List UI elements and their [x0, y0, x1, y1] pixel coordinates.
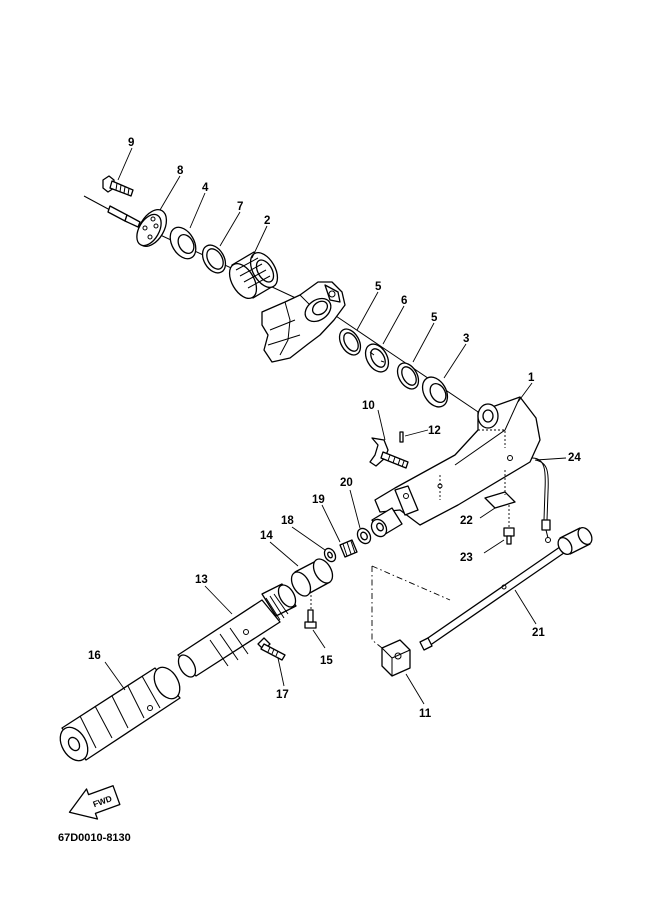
callout-20: 20: [340, 477, 353, 489]
callout-1: 1: [528, 372, 535, 384]
part-19-spring: [339, 539, 358, 558]
cable-end: [107, 205, 141, 228]
part-3-washer: [421, 376, 449, 408]
callout-19: 19: [312, 494, 325, 506]
callout-12: 12: [428, 425, 441, 437]
steering-bracket-housing: [261, 281, 346, 363]
callout-3: 3: [463, 333, 469, 345]
part-21-throttle-rod: [419, 526, 593, 651]
part-23-screw: [503, 505, 515, 545]
part-5a-o-ring: [338, 328, 362, 356]
callout-13: 13: [195, 574, 208, 586]
callout-7: 7: [237, 201, 243, 213]
part-5b-o-ring: [396, 362, 420, 390]
callout-24: 24: [568, 452, 581, 464]
callout-21: 21: [532, 627, 545, 639]
callout-5b: 5: [431, 312, 438, 324]
part-16-grip: [59, 666, 181, 762]
part-10-wing-bolt: [369, 437, 409, 469]
part-24-lead-wire: [531, 457, 551, 543]
callout-4: 4: [202, 182, 209, 194]
callout-9: 9: [128, 137, 134, 149]
fwd-arrow-icon: FWD: [68, 785, 121, 820]
part-4-washer: [169, 226, 197, 260]
callout-5a: 5: [375, 281, 382, 293]
callout-16: 16: [88, 650, 101, 662]
callout-11: 11: [419, 708, 432, 720]
part-1-steering-arm: [370, 396, 541, 538]
callout-8: 8: [177, 165, 184, 177]
part-18-washer: [323, 547, 337, 563]
leader-lines: [104, 147, 567, 705]
part-2-collar: [228, 251, 279, 299]
diagram-code: 67D0010-8130: [58, 832, 131, 844]
part-6-ring: [364, 343, 390, 373]
callout-15: 15: [320, 655, 333, 667]
callout-22: 22: [460, 515, 473, 527]
callout-6: 6: [401, 295, 407, 307]
part-9-bolt: [102, 175, 134, 197]
part-11-link-joint: [381, 639, 411, 677]
part-13-throttle-shaft: [177, 583, 297, 678]
callout-18: 18: [281, 515, 294, 527]
callout-17: 17: [276, 689, 289, 701]
callout-14: 14: [260, 530, 273, 542]
part-14-cap: [290, 558, 334, 597]
part-8-plate: [136, 209, 168, 247]
part-15-screw: [304, 595, 317, 629]
callout-23: 23: [460, 552, 473, 564]
callout-10: 10: [362, 400, 375, 412]
part-12-pin: [399, 431, 404, 443]
part-20-bushing: [356, 527, 372, 545]
part-7-o-ring: [201, 244, 227, 274]
callout-2: 2: [264, 215, 270, 227]
part-17-screw: [257, 637, 286, 661]
routing-line: [371, 565, 451, 649]
part-22-plate: [484, 470, 516, 509]
